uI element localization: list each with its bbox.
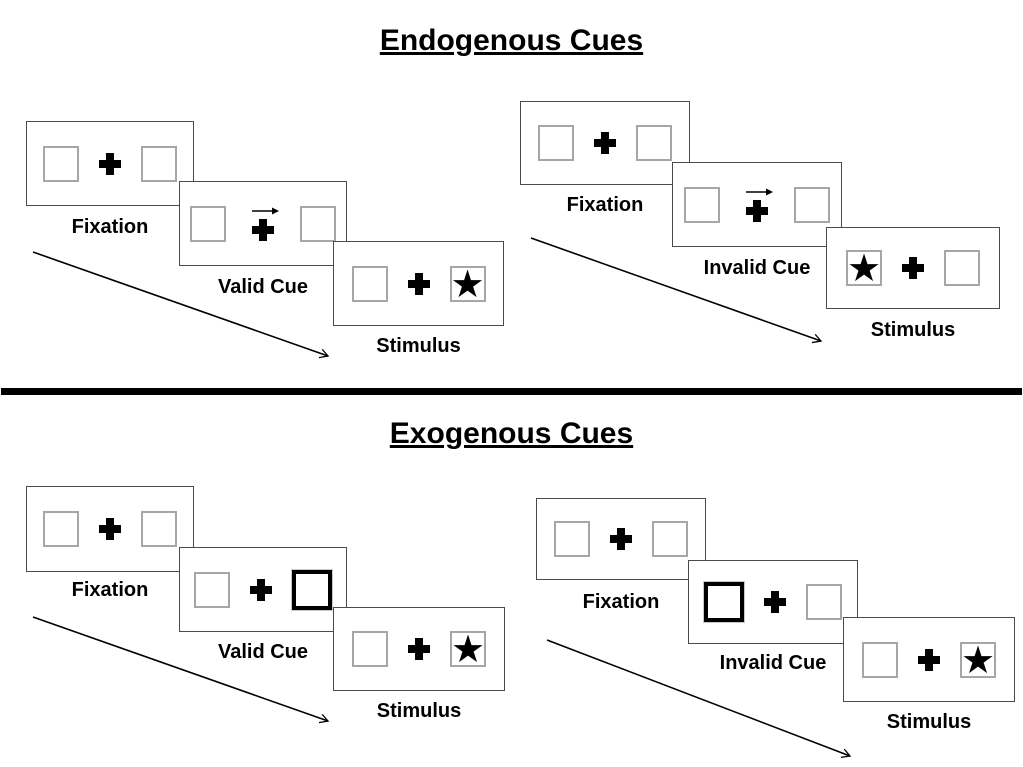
timeline-arrow-endogenous-invalid bbox=[530, 237, 821, 341]
fixation-cross-icon bbox=[902, 257, 924, 279]
stimulus-star-icon: ★ bbox=[450, 263, 485, 306]
card-label: Fixation bbox=[71, 216, 149, 238]
right-placeholder-box bbox=[806, 584, 842, 620]
section-title-exogenous: Exogenous Cues bbox=[389, 417, 634, 450]
right-placeholder-box bbox=[300, 205, 336, 242]
left-placeholder-box bbox=[538, 125, 574, 161]
left-placeholder-box bbox=[194, 571, 230, 608]
left-placeholder-box bbox=[554, 521, 590, 557]
cue-card bbox=[672, 162, 842, 247]
fixation-card bbox=[520, 101, 690, 185]
right-placeholder-box bbox=[652, 521, 688, 557]
fixation-cross-icon bbox=[746, 200, 768, 222]
stimulus-star-icon: ★ bbox=[846, 248, 882, 290]
cue-arrow-icon bbox=[252, 207, 279, 215]
timeline-arrow-endogenous-valid bbox=[32, 251, 328, 356]
right-placeholder-box bbox=[944, 250, 980, 286]
fixation-cross-icon bbox=[99, 518, 121, 540]
stimulus-card: ★ bbox=[333, 607, 505, 691]
left-placeholder-box bbox=[43, 145, 79, 182]
left-placeholder-box bbox=[862, 641, 898, 678]
fixation-cross-icon bbox=[252, 219, 274, 241]
cue-card bbox=[179, 181, 347, 266]
section-title-endogenous: Endogenous Cues bbox=[379, 24, 644, 57]
left-target-box: ★ bbox=[846, 248, 882, 290]
fixation-cross-icon bbox=[250, 578, 272, 601]
fixation-cross-icon bbox=[408, 638, 430, 660]
cue-card bbox=[179, 547, 347, 632]
right-target-box: ★ bbox=[450, 629, 486, 671]
right-highlighted-cue-box bbox=[292, 569, 332, 610]
stimulus-card: ★ bbox=[843, 617, 1015, 702]
right-target-box: ★ bbox=[960, 639, 996, 682]
timeline-arrow-exogenous-invalid bbox=[546, 639, 850, 756]
cue-arrow-icon bbox=[746, 188, 773, 196]
card-label: Fixation bbox=[582, 591, 660, 613]
fixation-with-cue bbox=[246, 206, 280, 241]
card-label: Fixation bbox=[71, 579, 149, 601]
left-highlighted-cue-box bbox=[704, 582, 744, 622]
left-placeholder-box bbox=[684, 186, 720, 223]
left-placeholder-box bbox=[351, 265, 388, 302]
fixation-card bbox=[536, 498, 706, 580]
fixation-card bbox=[26, 486, 194, 572]
right-placeholder-box bbox=[141, 145, 177, 182]
right-placeholder-box bbox=[636, 125, 672, 161]
left-placeholder-box bbox=[43, 511, 79, 547]
fixation-card bbox=[26, 121, 194, 206]
fixation-cross-icon bbox=[610, 528, 632, 550]
stimulus-star-icon: ★ bbox=[960, 639, 996, 682]
card-label: Valid Cue bbox=[217, 276, 309, 298]
timeline-arrow-exogenous-valid bbox=[32, 616, 328, 721]
right-placeholder-box bbox=[141, 511, 177, 547]
card-label: Invalid Cue bbox=[719, 652, 827, 674]
right-placeholder-box bbox=[794, 186, 830, 223]
card-label: Stimulus bbox=[376, 700, 462, 722]
fixation-with-cue bbox=[740, 187, 774, 222]
stimulus-card: ★ bbox=[826, 227, 1000, 309]
section-divider bbox=[1, 388, 1022, 395]
left-placeholder-box bbox=[352, 631, 388, 667]
fixation-cross-icon bbox=[594, 132, 616, 154]
card-label: Invalid Cue bbox=[703, 257, 811, 279]
fixation-cross-icon bbox=[407, 272, 430, 295]
card-label: Stimulus bbox=[870, 319, 956, 341]
card-label: Fixation bbox=[566, 194, 644, 216]
fixation-cross-icon bbox=[918, 648, 940, 671]
stimulus-star-icon: ★ bbox=[450, 629, 486, 671]
card-label: Valid Cue bbox=[217, 641, 309, 663]
fixation-cross-icon bbox=[99, 152, 121, 175]
left-placeholder-box bbox=[190, 205, 226, 242]
cue-card bbox=[688, 560, 858, 644]
stimulus-card: ★ bbox=[333, 241, 504, 326]
fixation-cross-icon bbox=[764, 591, 786, 613]
card-label: Stimulus bbox=[376, 335, 461, 357]
card-label: Stimulus bbox=[886, 711, 972, 733]
right-target-box: ★ bbox=[449, 263, 486, 306]
